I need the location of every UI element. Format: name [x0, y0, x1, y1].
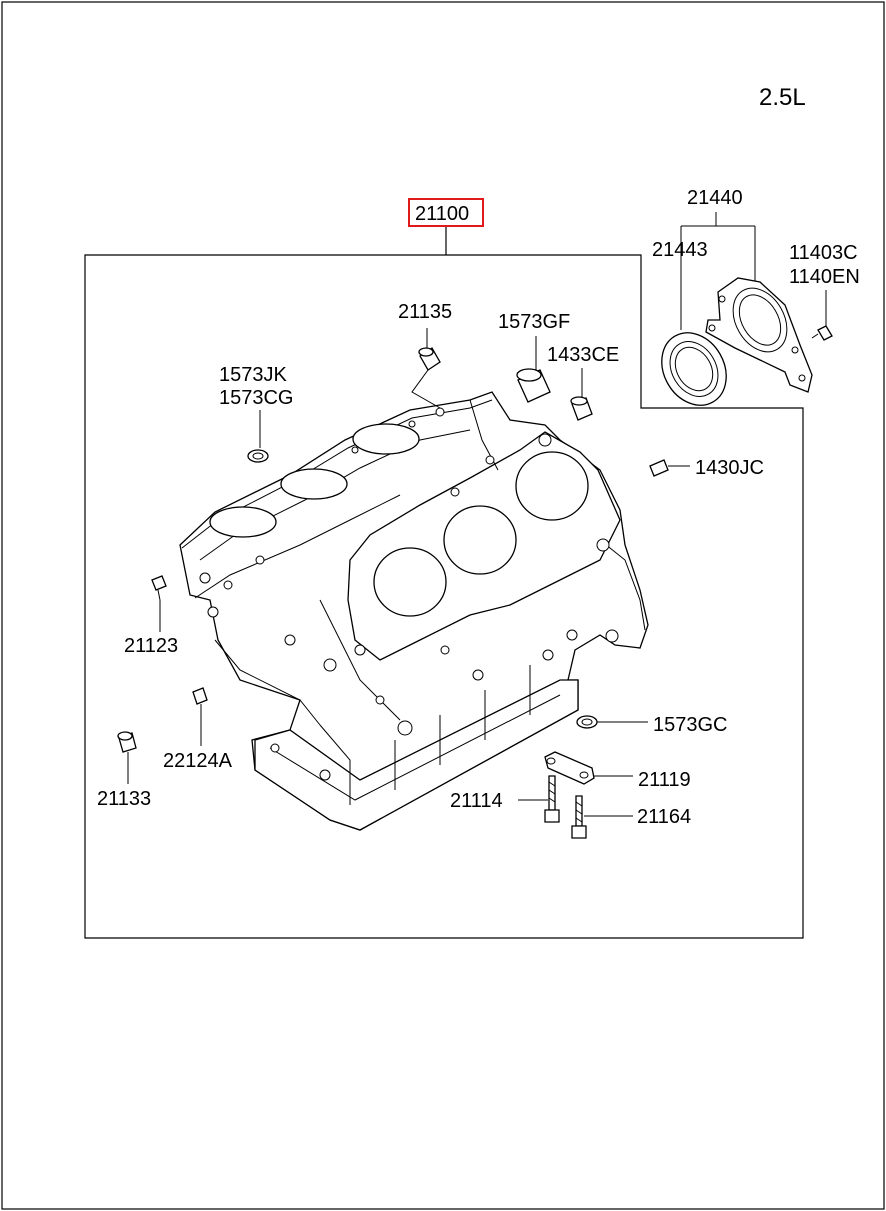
callout-21100[interactable]: 21100 [415, 203, 469, 225]
plug-21133[interactable] [117, 731, 137, 753]
callout-21114[interactable]: 21114 [450, 790, 503, 812]
callout-21440[interactable]: 21440 [687, 187, 743, 209]
bracket-21119[interactable] [544, 751, 595, 785]
leader-21135 [411, 328, 441, 409]
callout-11403c[interactable]: 11403C [789, 242, 858, 264]
plug-1573jk[interactable] [247, 449, 269, 463]
plug-1573gc[interactable] [576, 715, 598, 729]
callout-1573gf[interactable]: 1573GF [498, 311, 570, 333]
callout-21119[interactable]: 21119 [638, 769, 691, 791]
bolt-11403c[interactable] [811, 325, 833, 341]
callout-1430jc[interactable]: 1430JC [695, 457, 764, 479]
callout-21100-highlight[interactable] [408, 198, 484, 227]
callout-1573cg[interactable]: 1573CG [219, 387, 294, 409]
callout-1140en[interactable]: 1140EN [789, 266, 860, 288]
bolt-21114[interactable] [544, 775, 560, 823]
callout-21133[interactable]: 21133 [97, 788, 151, 810]
callout-21135[interactable]: 21135 [398, 301, 452, 323]
cylinder-block[interactable] [179, 391, 649, 831]
plug-1573gf[interactable] [516, 368, 551, 403]
leader-21440 [680, 212, 756, 330]
callout-21443[interactable]: 21443 [652, 239, 708, 261]
engine-variant-label: 2.5L [759, 84, 806, 111]
callout-1573gc[interactable]: 1573GC [653, 714, 728, 736]
pin-1430jc[interactable] [649, 459, 669, 477]
callout-21164[interactable]: 21164 [637, 806, 691, 828]
callout-22124a[interactable]: 22124A [163, 750, 233, 772]
oil-seal-21443[interactable] [649, 321, 739, 417]
callout-1573jk[interactable]: 1573JK [219, 364, 287, 386]
dowel-21135[interactable] [418, 347, 441, 371]
seal-case-21440[interactable] [705, 277, 813, 393]
sleeve-1433ce[interactable] [570, 396, 593, 421]
bolt-21123[interactable] [151, 575, 167, 601]
callout-21123[interactable]: 21123 [124, 635, 178, 657]
bolt-21164[interactable] [571, 795, 587, 839]
dowel-22124a[interactable] [192, 687, 208, 705]
group-outline [84, 254, 804, 939]
callout-1433ce[interactable]: 1433CE [547, 344, 619, 366]
